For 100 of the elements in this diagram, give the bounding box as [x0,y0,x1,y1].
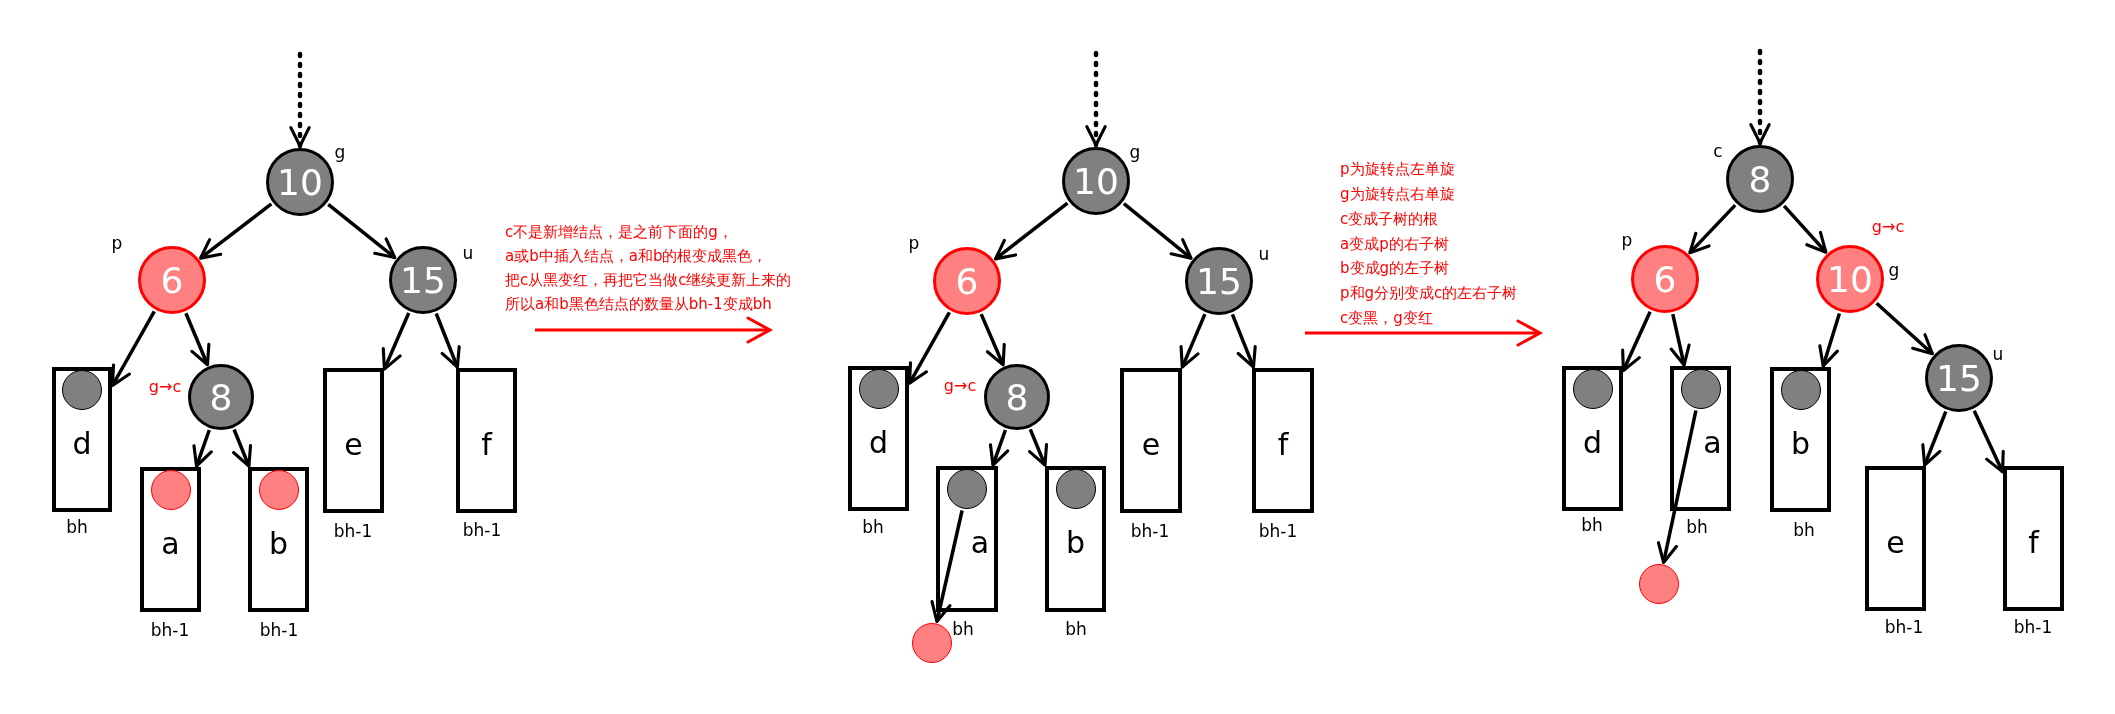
subtree-box [1045,466,1106,612]
node-label: bh [66,518,88,536]
arrow [110,310,156,388]
node-label: bh [1793,521,1815,539]
state-note: g→c [148,379,182,395]
subtree-label: d [1583,427,1602,458]
subtree-box [52,367,112,512]
arrow [1782,204,1828,254]
subtree-label: f [481,429,492,460]
subtree-label: a [161,528,180,559]
arrow [1621,311,1652,373]
node-label: bh [952,620,974,638]
arrow [1921,410,1948,467]
node-circle [1780,370,1821,410]
node-circle [858,369,899,409]
tree-node: 8 [1726,145,1794,213]
node-label: u [1992,345,2004,363]
subtree-box [1562,366,1623,511]
arrow [907,311,951,385]
tree-node: 15 [389,246,457,314]
note-text: p为旋转点左单旋 [1340,161,1455,177]
state-note: g→c [1871,219,1905,235]
arrow [1818,312,1842,368]
node-label: c [1713,142,1723,160]
subtree-label: a [970,528,990,559]
note-text: a或b中插入结点，a和b的根变成黑色， [505,248,768,264]
arrow [184,312,211,367]
note-text: c不是新增结点，是之前下面的g， [505,224,733,240]
arrow [930,510,964,624]
subtree-box [936,466,998,612]
subtree-box [248,467,309,612]
node-circle [947,469,987,509]
node-label: bh-1 [462,521,502,539]
arrow [199,202,273,260]
subtree-label: f [1277,429,1289,460]
node-label: bh [862,518,884,536]
tree-node: 15 [1185,247,1253,315]
arrow [1669,313,1691,367]
node-label: u [462,244,474,262]
subtree-box [1252,368,1314,513]
subtree-label: f [2028,527,2039,558]
arrow [1972,409,2005,474]
subtree-label: d [72,428,92,459]
node-circle [258,470,299,510]
tree-node: 6 [933,247,1001,315]
note-text: c变成子树的根 [1340,211,1439,227]
node-label: u [1258,245,1270,263]
arrow [1656,410,1698,565]
subtree-box [140,467,201,612]
node-circle [1680,369,1721,409]
tree-node: 6 [1631,245,1699,313]
dotted-arrow [1749,48,1771,146]
subtree-box [1865,466,1926,611]
subtree-box [1770,367,1831,512]
arrow [434,312,461,369]
subtree-label: b [1791,428,1810,459]
note-text: b变成g的左子树 [1340,260,1450,276]
tree-node: 15 [1925,344,1993,412]
node-label: bh-1 [259,621,299,639]
arrow [1230,313,1257,369]
subtree-label: e [1886,527,1905,558]
node-label: bh-1 [1258,522,1298,540]
subtree-label: b [1066,528,1085,559]
subtree-box [1120,368,1182,513]
node-label: p [908,234,920,252]
node-label: bh-1 [150,621,190,639]
node-circle [1639,564,1679,604]
note-text: p和g分别变成c的左右子树 [1340,285,1518,301]
tree-node: 8 [188,364,254,430]
subtree-box [323,368,384,513]
arrow [327,203,397,260]
arrow [1179,313,1207,369]
node-circle [912,623,952,663]
arrow [993,201,1069,261]
node-label: bh [1581,516,1603,534]
note-text: 所以a和b黑色结点的数量从bh-1变成bh [505,296,772,312]
note-text: 把c从黑变红，再把它当做c继续更新上来的 [505,272,792,288]
node-label: bh [1686,518,1708,536]
subtree-box [848,366,909,511]
note-text: g为旋转点右单旋 [1340,186,1455,202]
arrow [988,429,1010,467]
arrow [1688,203,1737,255]
node-circle [1572,369,1613,409]
note-text: a变成p的右子树 [1340,236,1449,252]
subtree-box [2003,466,2064,611]
node-circle [62,370,102,410]
tree-node: 10 [1816,245,1884,313]
subtree-label: d [869,427,888,458]
subtree-label: b [269,528,288,559]
node-circle [1055,469,1096,509]
node-label: g [1129,143,1141,161]
arrow [1875,301,1934,356]
note-text: c变黑，g变红 [1340,310,1433,326]
tree-node: 10 [266,148,334,216]
node-label: bh-1 [2013,618,2053,636]
node-label: bh-1 [1130,522,1170,540]
arrow [1028,428,1049,467]
subtree-box [1670,366,1731,511]
arrow [192,429,213,468]
node-circle [150,470,191,510]
